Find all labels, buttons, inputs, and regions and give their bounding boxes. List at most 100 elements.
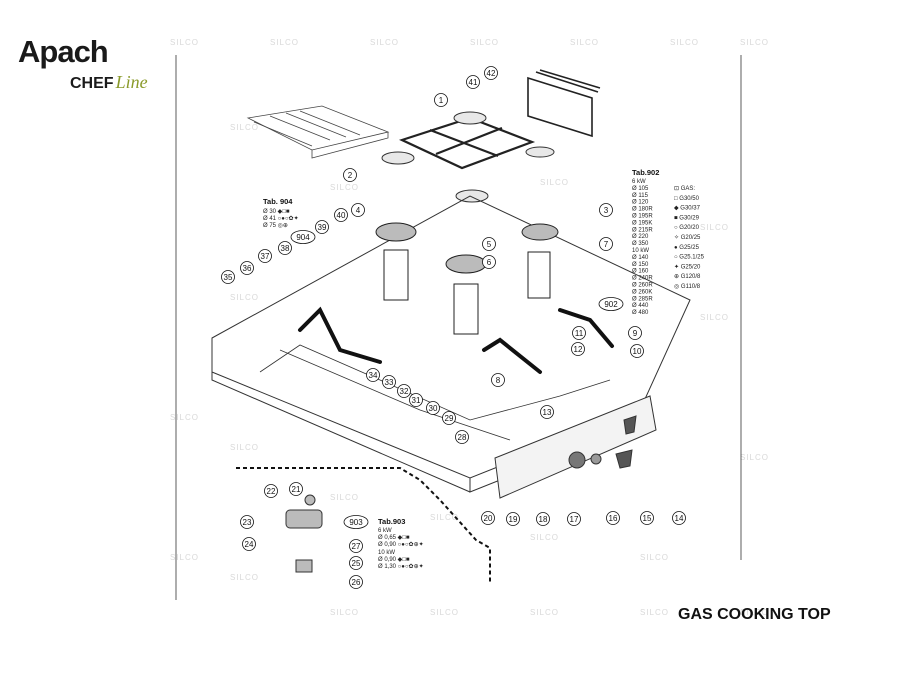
callout-number: 40 [337, 211, 346, 220]
tab902-right-row: ● G25/25 [674, 245, 700, 251]
watermark-text: SILCO [670, 38, 699, 47]
callout-number: 904 [296, 233, 310, 242]
callout-904: 904 [290, 230, 316, 244]
callout-number: 12 [574, 345, 583, 354]
watermark-text: SILCO [370, 38, 399, 47]
tab903-row: Ø 0,65 ◆□■ [378, 535, 410, 541]
tab902-left-row: Ø 195R [632, 214, 653, 220]
callout-2: 2 [343, 168, 357, 182]
callout-6: 6 [482, 255, 496, 269]
grid-plate [246, 105, 390, 159]
tab903-title: Tab.903 [378, 517, 405, 526]
callout-number: 38 [281, 244, 290, 253]
callout-9: 9 [628, 326, 642, 340]
callout-number: 34 [369, 371, 378, 380]
callout-number: 2 [348, 171, 353, 180]
watermark-text: SILCO [740, 453, 769, 462]
watermark-text: SILCO [170, 413, 199, 422]
tab902-left-row: Ø 220 [632, 234, 649, 240]
tab902-left-row: Ø 150 [632, 262, 649, 268]
callout-number: 21 [292, 485, 301, 494]
callout-23: 23 [240, 515, 254, 529]
tab902-left-row: Ø 140 [632, 255, 649, 261]
callout-number: 25 [352, 559, 361, 568]
watermark-text: SILCO [530, 608, 559, 617]
callout-41: 41 [466, 75, 480, 89]
callout-33: 33 [382, 375, 396, 389]
table-903: Tab.903 6 kW Ø 0,65 ◆□■ Ø 0,90 ○●○✿⊕✦ 10… [378, 517, 424, 570]
brand-sub-line: Line [115, 72, 148, 92]
tab902-title: Tab.902 [632, 168, 659, 177]
callout-number: 27 [352, 542, 361, 551]
callout-number: 9 [633, 329, 638, 338]
tab902-left-row: Ø 240R [632, 276, 653, 282]
callout-13: 13 [540, 405, 554, 419]
burner-cap-right [525, 146, 555, 158]
callout-number: 3 [604, 206, 609, 215]
tab902-left-row: 6 kW [632, 179, 646, 185]
callout-28: 28 [455, 430, 469, 444]
callout-number: 16 [609, 514, 618, 523]
callout-number: 24 [245, 540, 254, 549]
callout-number: 8 [496, 376, 501, 385]
burner-cap-center [455, 189, 489, 203]
wok-rails [527, 69, 601, 138]
tab902-left-row: Ø 180R [632, 207, 653, 213]
callout-12: 12 [571, 342, 585, 356]
callout-number: 17 [570, 515, 579, 524]
callout-15: 15 [640, 511, 654, 525]
callout-10: 10 [630, 344, 644, 358]
watermark-text: SILCO [700, 223, 729, 232]
tab902-left-row: Ø 260R [632, 283, 653, 289]
watermark-text: SILCO [570, 38, 599, 47]
watermark-text: SILCO [530, 533, 559, 542]
tab902-left-row: Ø 480 [632, 310, 649, 316]
tab902-right-row: ✦ G25/20 [674, 263, 701, 270]
callout-number: 902 [604, 300, 618, 309]
tab902-left-row: Ø 160 [632, 269, 649, 275]
callout-14: 14 [672, 511, 686, 525]
watermark-text: SILCO [230, 573, 259, 582]
tab902-left-row: Ø 260K [632, 289, 652, 295]
watermark-text: SILCO [170, 38, 199, 47]
injector-detail [285, 494, 323, 573]
tab902-left-row: Ø 105 [632, 186, 649, 192]
burners [375, 222, 559, 335]
tab903-row: Ø 0,90 ○●○✿⊕✦ [378, 541, 424, 548]
callout-number: 29 [445, 414, 454, 423]
watermark-text: SILCO [270, 38, 299, 47]
callout-number: 1 [439, 96, 444, 105]
watermark-text: SILCO [740, 38, 769, 47]
tab902-left-row: 10 kW [632, 248, 649, 254]
watermark-text: SILCO [540, 178, 569, 187]
control-panel [494, 395, 657, 499]
tab903-row: Ø 0,90 ◆□■ [378, 557, 410, 563]
tab903-row: 6 kW [378, 528, 392, 534]
footer-title: GAS COOKING TOP [678, 606, 831, 623]
callout-number: 37 [261, 252, 270, 261]
detail-divider [236, 467, 491, 584]
watermark-text: SILCO [640, 608, 669, 617]
callout-number: 41 [469, 78, 478, 87]
callout-number: 18 [539, 515, 548, 524]
tab902-right-row: ○ G25.1/25 [674, 255, 705, 261]
gas-pipes [298, 306, 614, 374]
watermark-text: SILCO [700, 313, 729, 322]
burner-cap-left [381, 151, 415, 165]
callout-number: 20 [484, 514, 493, 523]
callout-number: 7 [604, 240, 609, 249]
tab904-row: Ø 41 ○●○✿✦ [263, 215, 299, 222]
callout-number: 4 [356, 206, 361, 215]
pan-support [399, 116, 536, 170]
watermark-text: SILCO [230, 443, 259, 452]
watermark-text: SILCO [330, 493, 359, 502]
callout-1: 1 [434, 93, 448, 107]
watermark-text: SILCO [330, 608, 359, 617]
thermocouple-lines [259, 344, 611, 441]
watermark-layer: SILCO SILCO SILCO SILCO SILCO SILCO SILCO SILCO… [170, 38, 769, 617]
callout-number: 39 [318, 223, 327, 232]
callout-number: 31 [412, 396, 421, 405]
callout-24: 24 [242, 537, 256, 551]
